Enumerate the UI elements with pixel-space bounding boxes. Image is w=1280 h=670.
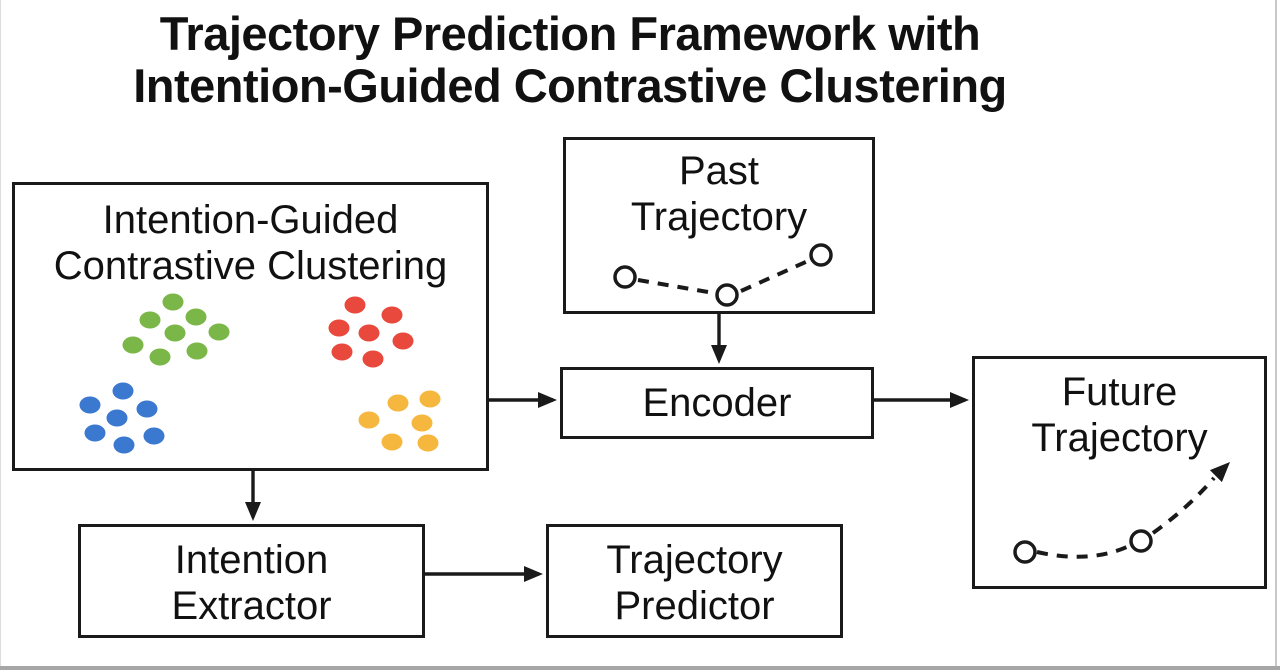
extractor-label-line-1: Intention <box>174 538 329 582</box>
title-line-2: Intention-Guided Contrastive Clustering <box>133 59 1007 112</box>
clustering-box: Intention-Guided Contrastive Clustering <box>12 182 489 471</box>
predictor-label-line-1: Trajectory <box>606 538 783 582</box>
past-label-line-1: Past <box>678 149 760 193</box>
past-label-line-2: Trajectory <box>630 195 808 239</box>
right-edge-line <box>1275 0 1277 670</box>
extractor-label-line-2: Extractor <box>171 584 332 628</box>
intention-extractor-box: Intention Extractor <box>78 524 425 638</box>
title-line-1: Trajectory Prediction Framework with <box>159 7 981 60</box>
future-label-line-2: Trajectory <box>1031 416 1208 460</box>
bottom-edge-line <box>0 666 1280 670</box>
clustering-label-line-1: Intention-Guided <box>102 198 399 242</box>
future-trajectory-box: Future Trajectory <box>972 356 1267 589</box>
left-edge-line <box>0 0 1 670</box>
predictor-label-line-2: Predictor <box>614 584 775 628</box>
encoder-box: Encoder <box>560 367 874 439</box>
past-trajectory-box: Past Trajectory <box>563 137 875 314</box>
future-label-line-1: Future <box>1061 370 1178 414</box>
diagram-title: Trajectory Prediction Framework with Int… <box>0 8 1140 112</box>
clustering-label-line-2: Contrastive Clustering <box>53 244 448 288</box>
trajectory-predictor-box: Trajectory Predictor <box>546 524 843 638</box>
encoder-label: Encoder <box>642 381 792 425</box>
